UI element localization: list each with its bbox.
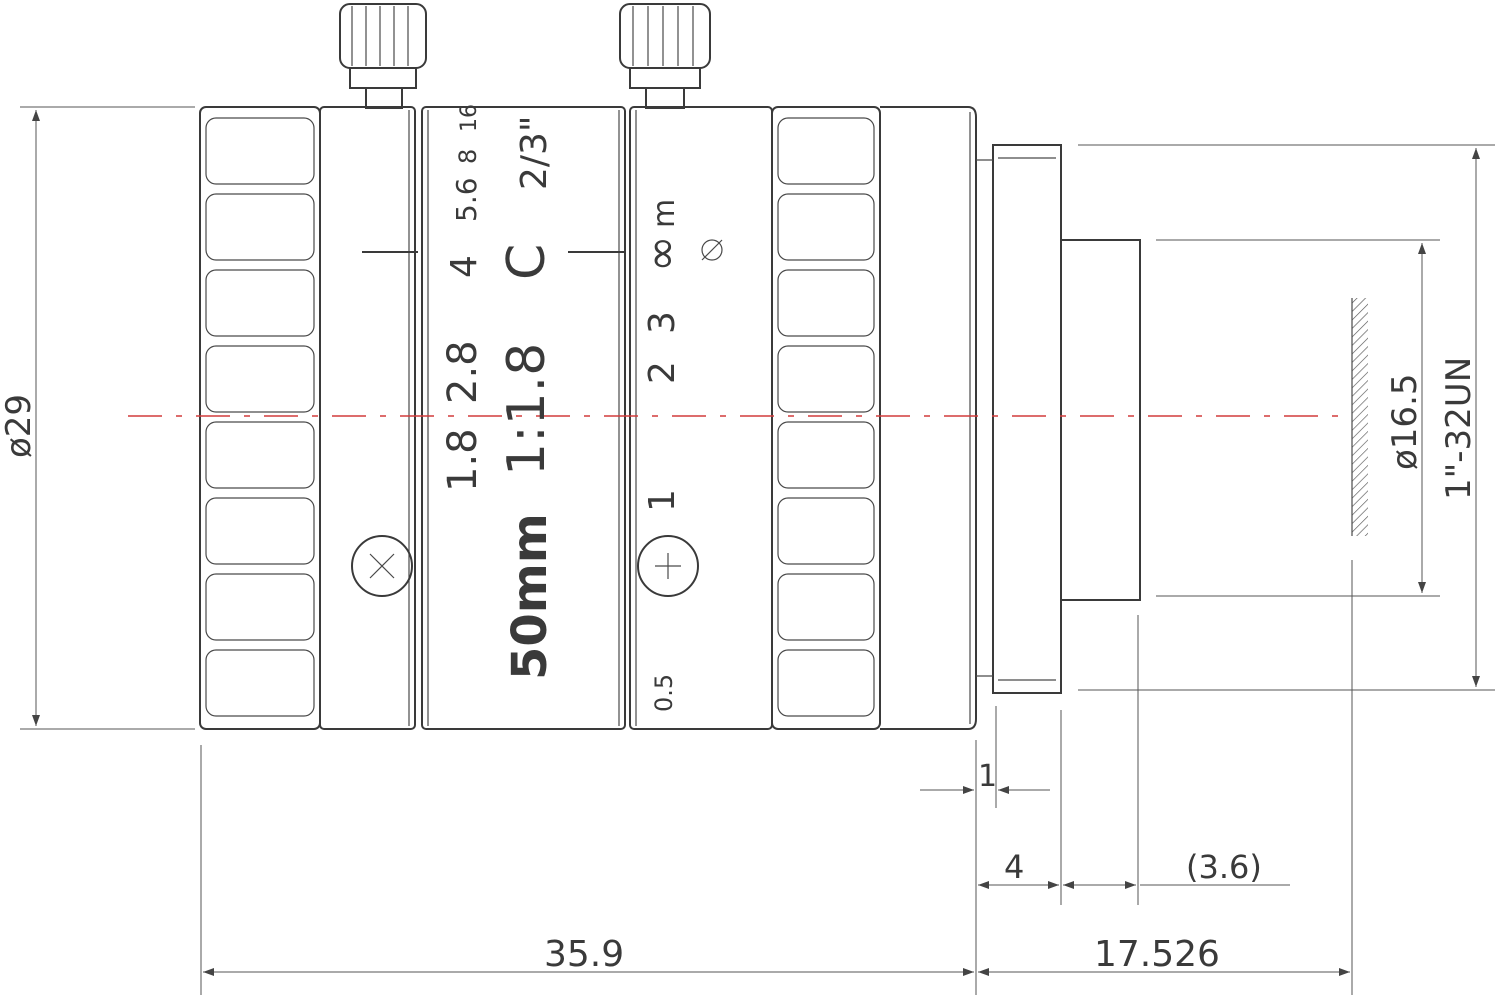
mount-flange (992, 144, 1062, 694)
dim-outer-diameter: ø29 (0, 394, 39, 458)
knurl-slot (205, 269, 315, 337)
knurl-slot (777, 345, 875, 413)
knurl-slot (777, 117, 875, 185)
knurl-slot (205, 193, 315, 261)
focus-mark-2: 2 (642, 361, 683, 384)
rear-knurl (777, 117, 875, 717)
dim-mount-length: 4 (1004, 848, 1024, 886)
focus-mark-infinity: ∞ (636, 235, 687, 272)
knurl-slot (777, 193, 875, 261)
knurl-slot (205, 649, 315, 717)
dimension-lines: ø29 1"-32UN ø16.5 1 4 (3.6) 35.9 17.526 (0, 106, 1495, 995)
knurl-slot (777, 573, 875, 641)
aperture-lock-thumbscrew (339, 3, 427, 109)
rear-element (1060, 239, 1141, 601)
knurl-slot (205, 421, 315, 489)
rear-grip-ring (771, 106, 881, 730)
sensor-format: 2/3" (514, 116, 555, 191)
aperture-lock-screw-icon (351, 535, 413, 597)
focus-lock-thumbscrew (619, 3, 711, 109)
knurl-slot (777, 649, 875, 717)
knurl-slot (777, 269, 875, 337)
barrel-markings: 1.8 2.8 4 5.6 8 16 1:1.8 C 2/3" 50mm 0.5… (440, 104, 723, 712)
aperture-mark-4: 4 (444, 255, 485, 278)
front-knurl (205, 117, 315, 717)
dim-thread: 1"-32UN (1439, 357, 1479, 500)
focus-unit: m (647, 199, 682, 228)
dim-mount-diameter: ø16.5 (1385, 373, 1425, 470)
dim-body-length: 35.9 (544, 934, 624, 975)
focus-lock-screw-icon (637, 535, 699, 597)
aperture-ratio: 1:1.8 (497, 343, 557, 476)
focus-mark-1: 1 (642, 489, 683, 512)
marking-ring (421, 106, 626, 730)
knurl-slot (777, 497, 875, 565)
aperture-mark-1-8: 1.8 (440, 428, 486, 492)
dim-flange-back: 17.526 (1094, 934, 1220, 975)
knurl-slot (205, 497, 315, 565)
aperture-mark-8: 8 (454, 149, 482, 164)
focal-length: 50mm (502, 513, 558, 680)
knurl-slot (205, 573, 315, 641)
aperture-mark-16: 16 (457, 104, 482, 132)
mount-type: C (497, 244, 557, 280)
sensor-plane (1352, 298, 1368, 536)
knurl-slot (205, 345, 315, 413)
aperture-mark-5-6: 5.6 (450, 177, 483, 222)
front-grip-ring (199, 106, 321, 730)
rear-barrel (880, 106, 977, 730)
dim-back-focus: (3.6) (1186, 848, 1262, 886)
aperture-diameter-symbol-icon (701, 239, 723, 261)
knurl-slot (205, 117, 315, 185)
focus-mark-0-5: 0.5 (650, 674, 678, 712)
focus-mark-3: 3 (642, 311, 683, 334)
aperture-ring (319, 106, 416, 730)
aperture-mark-2-8: 2.8 (440, 340, 486, 404)
dim-flange: 1 (978, 759, 997, 794)
knurl-slot (777, 421, 875, 489)
lens-body (199, 3, 1368, 730)
